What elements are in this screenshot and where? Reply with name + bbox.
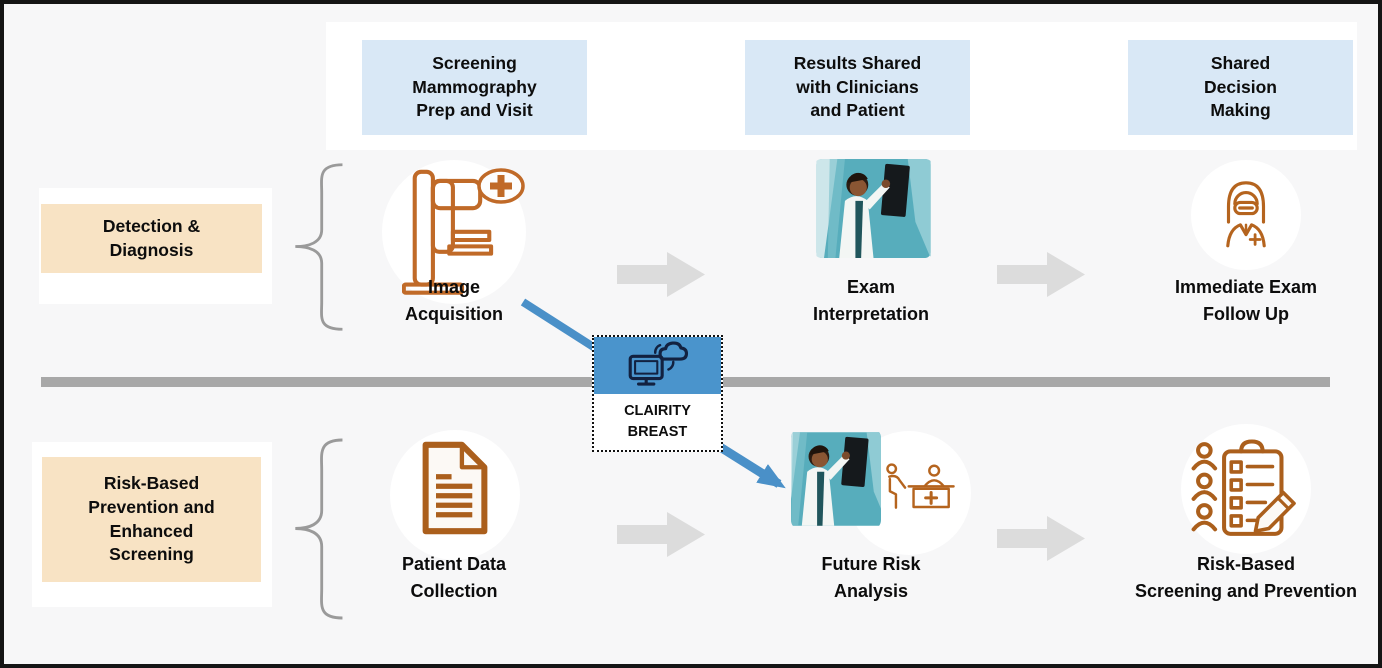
plus-oval-icon bbox=[476, 167, 526, 205]
people-checklist-icon bbox=[1190, 436, 1303, 542]
radiologist-reading-xray-illustration bbox=[813, 159, 934, 258]
radiologist-reading-xray-illustration bbox=[791, 428, 881, 530]
step-label-exam-interpretation: Exam Interpretation bbox=[812, 277, 929, 324]
arrow-right-icon bbox=[997, 251, 1087, 298]
computer-cloud-sync-icon bbox=[594, 337, 721, 394]
patient-document-icon bbox=[417, 441, 493, 535]
step-label-patient-data: Patient Data Collection bbox=[401, 554, 507, 601]
arrow-right-icon bbox=[997, 515, 1087, 562]
consultation-desk-icon bbox=[882, 456, 956, 518]
step-label-risk-screening: Risk-Based Screening and Prevention bbox=[1134, 554, 1358, 601]
brace-bottom-icon bbox=[284, 436, 350, 622]
phase-header-shared-decision: Shared Decision Making bbox=[1128, 40, 1353, 135]
arrow-right-icon bbox=[617, 251, 707, 298]
category-risk-based-prevention: Risk-Based Prevention and Enhanced Scree… bbox=[42, 457, 261, 582]
arrow-right-icon bbox=[617, 511, 707, 558]
phase-header-results-shared: Results Shared with Clinicians and Patie… bbox=[745, 40, 970, 135]
clairity-breast-label: CLAIRITY BREAST bbox=[624, 402, 691, 440]
category-detection-diagnosis: Detection & Diagnosis bbox=[41, 204, 262, 273]
phase-header-screening-prep: Screening Mammography Prep and Visit bbox=[362, 40, 587, 135]
masked-clinician-icon bbox=[1211, 168, 1281, 262]
step-label-future-risk: Future Risk Analysis bbox=[821, 554, 921, 601]
brace-top-icon bbox=[284, 161, 350, 333]
clairity-breast-box: CLAIRITY BREAST bbox=[592, 335, 723, 452]
mammography-machine-icon bbox=[402, 164, 502, 296]
step-label-image-acquisition: Image Acquisition bbox=[405, 277, 503, 324]
step-label-immediate-followup: Immediate Exam Follow Up bbox=[1174, 277, 1318, 324]
